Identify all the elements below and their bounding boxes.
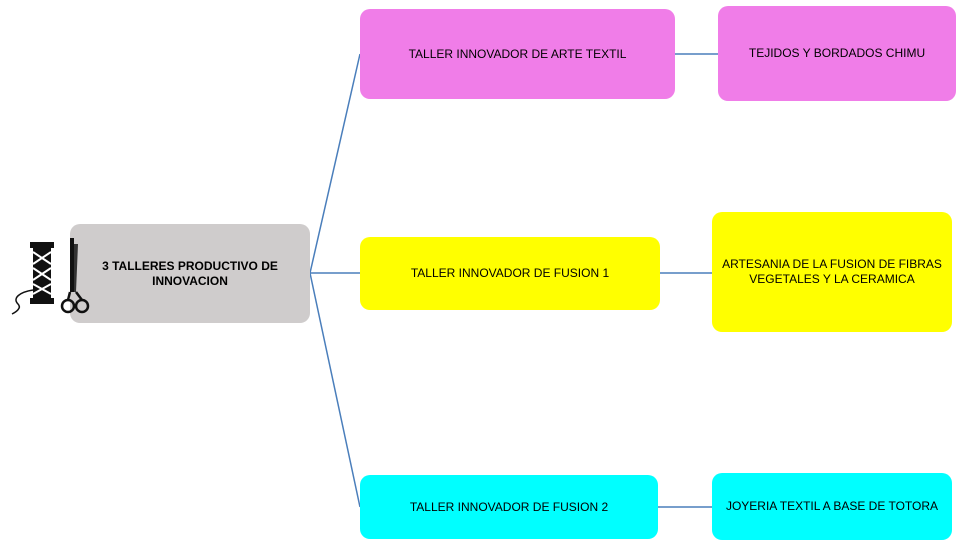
taller-node-arte-textil: TALLER INNOVADOR DE ARTE TEXTIL xyxy=(360,9,675,99)
taller-label: TALLER INNOVADOR DE ARTE TEXTIL xyxy=(408,46,627,61)
root-node: 3 TALLERES PRODUCTIVO DE INNOVACION xyxy=(70,224,310,323)
taller-node-fusion-1: TALLER INNOVADOR DE FUSION 1 xyxy=(360,237,660,310)
taller-label: TALLER INNOVADOR DE FUSION 1 xyxy=(410,266,610,280)
result-node-tejidos: TEJIDOS Y BORDADOS CHIMU xyxy=(718,6,956,101)
result-node-joyeria: JOYERIA TEXTIL A BASE DE TOTORA xyxy=(712,473,952,540)
connector-root-taller-1 xyxy=(309,53,361,274)
taller-node-fusion-2: TALLER INNOVADOR DE FUSION 2 xyxy=(360,475,658,539)
result-label: TEJIDOS Y BORDADOS CHIMU xyxy=(748,46,926,60)
result-label: ARTESANIA DE LA FUSION DE FIBRAS VEGETAL… xyxy=(722,257,942,286)
connector-root-taller-3 xyxy=(309,272,361,508)
taller-label: TALLER INNOVADOR DE FUSION 2 xyxy=(409,499,609,514)
result-node-artesania: ARTESANIA DE LA FUSION DE FIBRAS VEGETAL… xyxy=(712,212,952,332)
result-label: JOYERIA TEXTIL A BASE DE TOTORA xyxy=(725,499,939,513)
thread-spool-scissors-icon xyxy=(8,234,94,320)
root-label: 3 TALLERES PRODUCTIVO DE INNOVACION xyxy=(102,258,278,288)
